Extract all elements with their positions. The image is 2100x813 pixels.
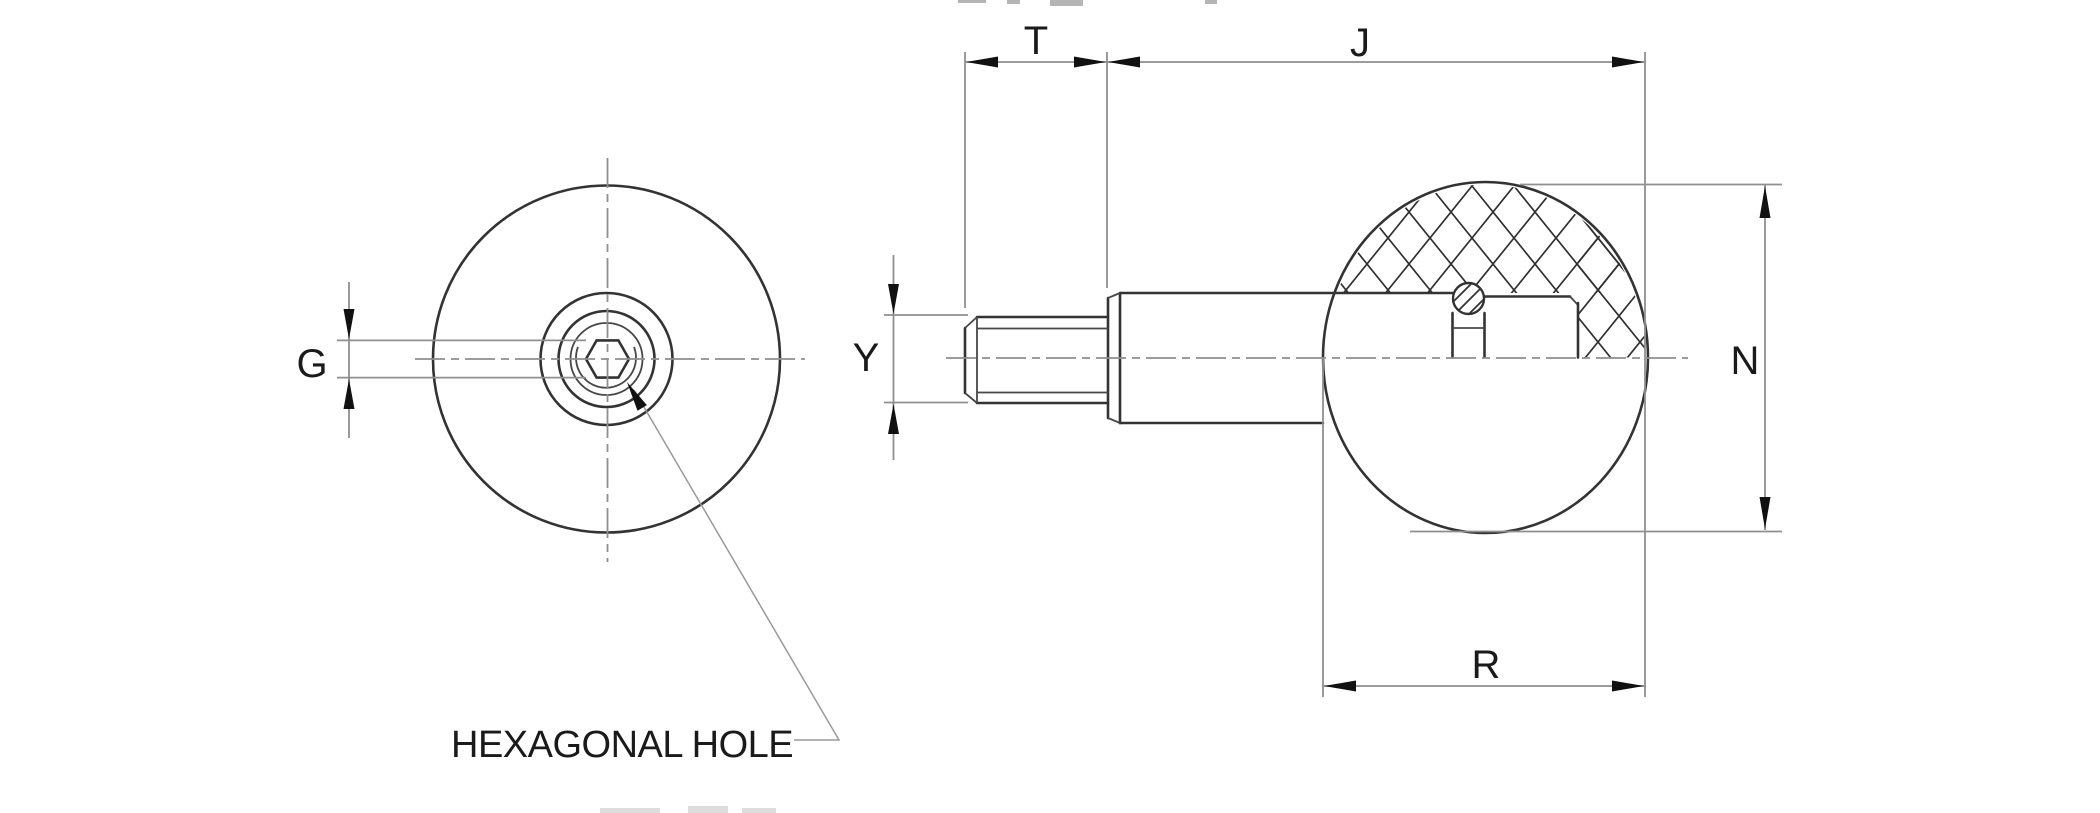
dimension-r: R <box>1322 358 1646 697</box>
front-view <box>415 158 805 562</box>
thread-arc <box>575 346 637 389</box>
dimension-j: J <box>1107 21 1646 697</box>
dimension-t: T <box>964 19 1108 308</box>
leader-arrowhead <box>627 382 647 411</box>
dimension-n: N <box>1410 183 1782 533</box>
hexagonal-hole-label: HEXAGONAL HOLE <box>451 724 793 766</box>
dim-label-t: T <box>1024 19 1048 63</box>
threaded-stud <box>963 315 1110 405</box>
crop-artifacts <box>600 0 1217 813</box>
dimension-y: Y <box>853 255 968 460</box>
dim-label-y: Y <box>853 336 880 380</box>
dimension-g: G <box>296 282 586 438</box>
dim-label-n: N <box>1731 339 1760 383</box>
ball-pocket <box>1483 295 1580 359</box>
hexagonal-hole-callout: HEXAGONAL HOLE <box>451 382 841 766</box>
dim-label-r: R <box>1472 643 1501 687</box>
dim-label-j: J <box>1350 21 1370 65</box>
dim-label-g: G <box>296 342 327 386</box>
side-view <box>946 180 1688 535</box>
